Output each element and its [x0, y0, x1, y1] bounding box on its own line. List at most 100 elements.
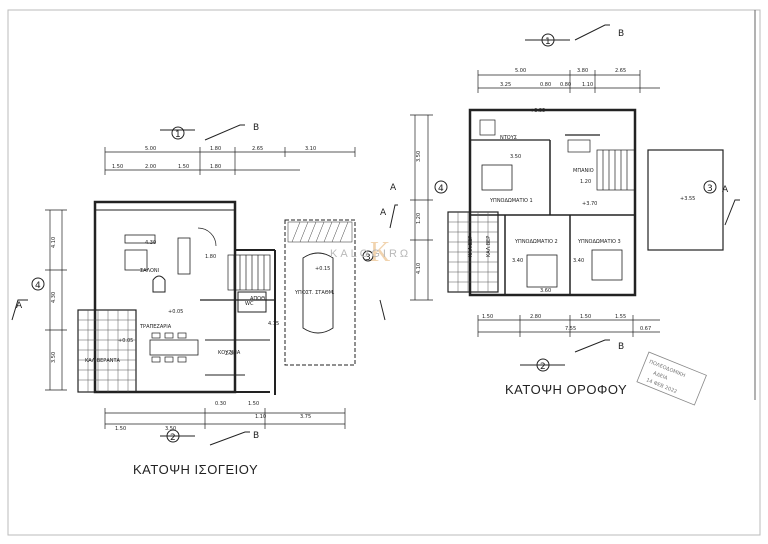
ff-dim-top-0: 5.00 — [515, 68, 526, 74]
ff-stairs — [596, 149, 636, 191]
ff-bed-1 — [481, 164, 513, 191]
gf-room-saloni: ΣΑΛΟΝΙ — [140, 268, 159, 274]
gf-dim-top-0: 5.00 — [145, 146, 156, 152]
ff-veranda-east — [647, 149, 724, 251]
gf-section-labels: 1 B 2 B 4 A 3 A — [16, 123, 387, 443]
gf-mark-2-letter: B — [253, 431, 259, 441]
ff-level-2: +3.55 — [530, 108, 545, 114]
gf-dim-bottom-0: 1.50 — [115, 426, 126, 432]
ff-small-dim-0: 3.50 — [510, 154, 521, 160]
ff-dim-top2-3: 1.10 — [582, 82, 593, 88]
gf-mark-2-num: 2 — [170, 433, 176, 443]
ff-dim-left-0: 3.50 — [416, 151, 422, 162]
ff-room-ypnod3: ΥΠΝΟΔΩΜΑΤΙΟ 3 — [577, 239, 621, 245]
ff-room-ypnod1: ΥΠΝΟΔΩΜΑΤΙΟ 1 — [489, 198, 533, 204]
ff-dim-bottom-3: 1.55 — [615, 314, 626, 320]
ff-mark-4-letter: A — [390, 183, 397, 193]
gf-mark-3-num: 3 — [365, 253, 371, 263]
gf-labels: ΣΑΛΟΝΙ ΤΡΑΠΕΖΑΡΙΑ ΚΟΥΖΙΝΑ ΚΑΛ.ΒΕΡΑΝΤΑ ΥΠ… — [51, 146, 335, 432]
gf-dim-top-1: 1.80 — [210, 146, 221, 152]
gf-parking-outline — [284, 219, 356, 366]
ground-floor-caption: ΚΑΤΟΨΗ ΙΣΟΓΕΙΟΥ — [133, 462, 259, 477]
ff-small-dim-2: 3.40 — [512, 258, 523, 264]
gf-small-dim-0: 4.30 — [145, 240, 156, 246]
ff-mark-4-num: 4 — [438, 184, 444, 194]
ff-dim-left-2: 4.10 — [416, 263, 422, 274]
first-floor-plan — [410, 24, 740, 406]
ff-dim-bottom-1: 2.80 — [530, 314, 541, 320]
ff-dim-top-2: 2.65 — [615, 68, 626, 74]
gf-dim-left-0: 4.10 — [51, 237, 57, 248]
first-floor-caption: ΚΑΤΟΨΗ ΟΡΟΦΟΥ — [505, 382, 628, 397]
gf-dim-top-3: 3.10 — [305, 146, 316, 152]
ff-shower-tray — [479, 119, 496, 136]
gf-section-marks — [11, 124, 398, 446]
gf-veranda — [77, 309, 137, 393]
ff-level-0: +3.70 — [582, 201, 597, 207]
gf-stairs — [227, 254, 271, 291]
ff-room-ypnod2: ΥΠΝΟΔΩΜΑΤΙΟ 2 — [514, 239, 558, 245]
gf-dining-chairs — [151, 332, 187, 363]
ff-dim-bottom-0: 1.50 — [482, 314, 493, 320]
gf-room-wc: WC — [245, 301, 254, 307]
gf-dim-left-1: 4.30 — [51, 292, 57, 303]
watermark-logo-icon: K — [370, 237, 391, 268]
gf-mark-4-num: 4 — [35, 281, 41, 291]
gf-small-dim-2: 2.30 — [225, 351, 236, 357]
ff-section-marks — [434, 24, 740, 372]
ff-main-walls — [468, 108, 637, 297]
paper-frame — [7, 9, 761, 536]
ff-small-dim-4: 3.60 — [540, 288, 551, 294]
gf-room-apoth: ΑΠΟΘ. — [250, 296, 267, 302]
ff-small-dim-3: 3.40 — [573, 258, 584, 264]
ff-mark-3-num: 3 — [707, 184, 713, 194]
ff-bed-3 — [591, 249, 623, 281]
gf-dim-top2-0: 1.50 — [112, 164, 123, 170]
gf-door-arc — [197, 227, 217, 247]
ff-level-1: +3.55 — [680, 196, 695, 202]
ff-dim-bottom2-0: 7.55 — [565, 326, 576, 332]
watermark-text: KALOGIRΩ — [330, 248, 412, 260]
gf-dim-bottom-1: 3.50 — [165, 426, 176, 432]
gf-mark-1-num: 1 — [175, 130, 181, 140]
gf-room-trapezaria: ΤΡΑΠΕΖΑΡΙΑ — [139, 324, 172, 330]
ff-room-mpanio: ΜΠΑΝΙΟ — [573, 168, 594, 174]
gf-small-dim-3: 4.15 — [268, 321, 279, 327]
approval-stamp — [636, 351, 707, 406]
ff-mark-1-num: 1 — [545, 37, 551, 47]
gf-veranda-tiles — [78, 310, 136, 392]
gf-dim-top2-3: 1.80 — [210, 164, 221, 170]
gf-main-walls — [93, 200, 237, 394]
gf-dim-bottom-3: 3.75 — [300, 414, 311, 420]
ff-dim-bottom-2: 1.50 — [580, 314, 591, 320]
gf-coffee-table — [124, 249, 148, 271]
ff-mark-3-letter: A — [722, 185, 729, 195]
ff-dim-top2-0: 3.25 — [500, 82, 511, 88]
gf-mark-3-letter: A — [380, 208, 387, 218]
gf-wc-room — [237, 291, 267, 313]
gf-small-dim-4: 0.30 — [215, 401, 226, 407]
ff-labels: ΝΤΟΥΣ ΜΠΑΝΙΟ ΥΠΝΟΔΩΜΑΤΙΟ 1 ΥΠΝΟΔΩΜΑΤΙΟ 2… — [416, 68, 695, 332]
gf-dim-bottom-2: 1.10 — [255, 414, 266, 420]
ground-floor-plan — [11, 124, 398, 446]
gf-level-0: +0.05 — [168, 309, 183, 315]
ff-room-kalver1: ΚΑΛ.ΒΕΡ — [468, 236, 474, 257]
gf-level-2: +0.15 — [315, 266, 330, 272]
gf-dim-ticks — [45, 147, 356, 429]
ff-mark-2-letter: B — [618, 342, 624, 352]
gf-armchair — [177, 237, 191, 275]
ff-mark-1-letter: B — [618, 29, 624, 39]
ff-dim-top-1: 3.80 — [577, 68, 588, 74]
gf-fireplace — [152, 275, 166, 293]
gf-pergola-slats — [291, 221, 349, 243]
gf-dim-top2-2: 1.50 — [178, 164, 189, 170]
gf-dim-left-2: 3.50 — [51, 352, 57, 363]
gf-dim-top2-1: 2.00 — [145, 164, 156, 170]
gf-room-parking: ΥΠΟΣΤ. ΣΤΑΘΜ. — [294, 290, 335, 296]
gf-room-kouzina: ΚΟΥΖΙΝΑ — [218, 350, 241, 356]
stamp-line-2: 14 ΦΕΒ 2022 — [645, 377, 678, 395]
ff-dim-ticks — [410, 70, 641, 337]
gf-car — [302, 252, 334, 334]
ff-bed-2 — [526, 254, 558, 288]
